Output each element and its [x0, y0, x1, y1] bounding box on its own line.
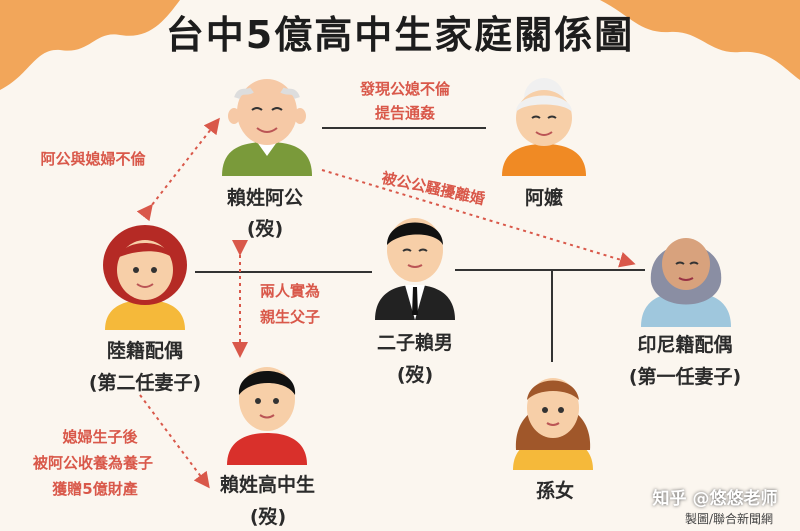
- grandma-figure: [502, 78, 586, 176]
- indonesian-wife-figure: [641, 238, 731, 327]
- second-son-name: 二子賴男: [376, 332, 453, 354]
- biological-note-line2: 親生父子: [259, 308, 320, 326]
- watermark-text: 知乎 @悠悠老师: [652, 489, 778, 509]
- second-son-figure: [375, 218, 455, 320]
- mainland-wife-figure: [103, 225, 187, 330]
- granddaughter-name: 孫女: [535, 480, 574, 502]
- granddaughter-figure: [513, 378, 593, 470]
- harassment-arrow: [321, 169, 636, 268]
- grandpa-status: (歿): [246, 218, 284, 240]
- student-status: (歿): [249, 506, 287, 528]
- page-title: 台中5億高中生家庭關係圖: [165, 13, 635, 57]
- affair-discovered-note-line1: 發現公媳不倫: [359, 80, 450, 98]
- biological-note-line1: 兩人實為: [259, 282, 320, 300]
- grandpa-figure: [222, 79, 312, 176]
- second-son-status: (歿): [396, 364, 434, 386]
- student-name: 賴姓高中生: [219, 474, 315, 496]
- grandpa-daughterinlaw-note: 阿公與媳婦不倫: [40, 150, 146, 168]
- affair-discovered-note-line2: 提告通姦: [374, 104, 435, 122]
- grandma-name: 阿嬤: [524, 187, 563, 209]
- orange-splash-right: [600, 0, 800, 80]
- student-figure: [227, 367, 307, 465]
- adoption-note-line1: 媳婦生子後: [62, 428, 138, 446]
- mainland-wife-name: 陸籍配偶: [106, 340, 183, 362]
- mainland-wife-role: (第二任妻子): [88, 372, 202, 394]
- grandpa-name: 賴姓阿公: [226, 187, 303, 209]
- indonesian-wife-role: (第一任妻子): [628, 366, 742, 388]
- adoption-note-line3: 獲贈5億財產: [52, 480, 138, 498]
- indonesian-wife-name: 印尼籍配偶: [637, 334, 733, 356]
- orange-splash-left: [0, 0, 180, 90]
- adoption-note-line2: 被阿公收養為養子: [32, 454, 153, 472]
- credit-text: 製圖/聯合新聞網: [684, 512, 774, 526]
